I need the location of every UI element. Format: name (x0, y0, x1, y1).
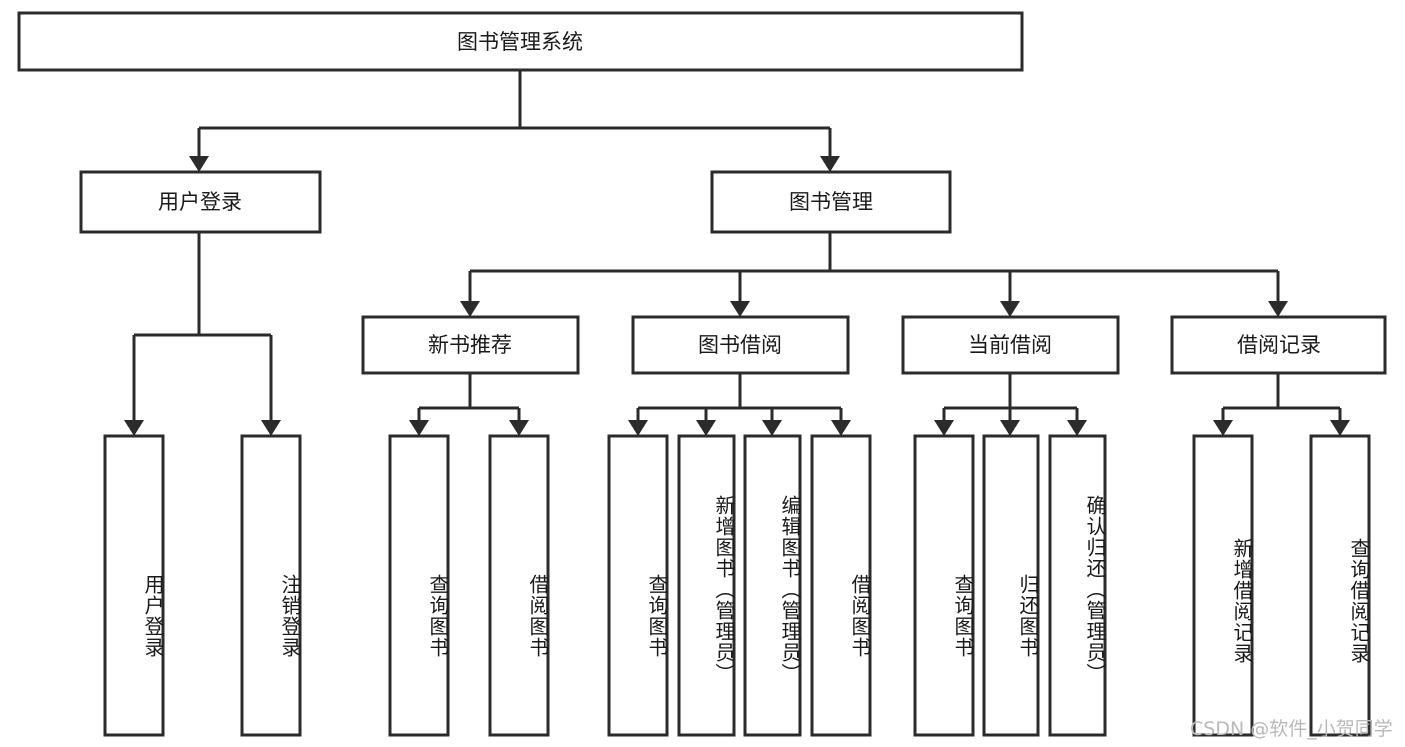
node-leaf-rec-query-book-box[interactable] (388, 434, 450, 737)
arrowhead-borrow-borrow-book (831, 420, 851, 436)
node-book-borrow-box[interactable] (631, 315, 850, 375)
node-leaf-user-logout-box[interactable] (240, 434, 302, 737)
node-new-book-rec-label: 新书推荐 (428, 333, 512, 357)
connector-group-book-manage (460, 232, 1288, 317)
arrowhead-cur-query-book (934, 420, 954, 436)
arrowhead-rec-borrow-book (509, 420, 529, 436)
node-leaf-rec-query-record-box[interactable] (1309, 434, 1371, 737)
connector-group-borrow-record (1213, 373, 1350, 436)
node-root[interactable]: 图书管理系统 (17, 11, 1024, 72)
connector-group-new-book-rec (409, 373, 529, 436)
node-user-login-box[interactable] (79, 170, 322, 234)
node-leaf-borrow-add-book-box[interactable] (677, 434, 736, 737)
node-new-book-rec-box[interactable] (361, 315, 580, 375)
node-current-borrow[interactable]: 当前借阅 (901, 315, 1120, 375)
connector-group-current-borrow (934, 373, 1087, 436)
node-user-login[interactable]: 用户登录 (79, 170, 322, 234)
node-book-borrow-label: 图书借阅 (698, 333, 782, 357)
node-root-label: 图书管理系统 (457, 30, 583, 54)
node-leaf-cur-confirm-return-box[interactable] (1048, 434, 1107, 737)
node-book-manage-label: 图书管理 (789, 190, 873, 214)
arrowhead-rec-query-record (1330, 420, 1350, 436)
node-leaf-rec-borrow-book-box[interactable] (488, 434, 550, 737)
arrowhead-user-login (189, 156, 209, 172)
node-leaf-cur-query-book-box[interactable] (913, 434, 975, 737)
arrowhead-leaf-user-logout (261, 420, 281, 436)
node-leaf-rec-add-record-box[interactable] (1192, 434, 1254, 737)
arrowhead-cur-confirm-return (1067, 420, 1087, 436)
node-current-borrow-label: 当前借阅 (968, 333, 1052, 357)
arrowhead-borrow-edit-book (762, 420, 782, 436)
node-book-manage[interactable]: 图书管理 (710, 170, 952, 234)
node-borrow-record-label: 借阅记录 (1237, 333, 1321, 357)
arrowhead-leaf-user-login (124, 420, 144, 436)
csdn-watermark: CSDN @软件_小贺同学 (1190, 718, 1393, 740)
connector-group-book-borrow (628, 373, 851, 436)
node-user-login-label: 用户登录 (158, 190, 242, 214)
arrowhead-borrow-add-book (696, 420, 716, 436)
node-current-borrow-box[interactable] (901, 315, 1120, 375)
arrowhead-borrow-record (1268, 301, 1288, 317)
arrowhead-borrow-query-book (628, 420, 648, 436)
arrowhead-current-borrow (1000, 301, 1020, 317)
node-leaf-borrow-query-book-box[interactable] (607, 434, 669, 737)
arrowhead-book-manage (820, 156, 840, 172)
arrowhead-rec-query-book (409, 420, 429, 436)
arrowhead-book-borrow (730, 301, 750, 317)
connector-group-root (189, 70, 840, 172)
node-borrow-record-box[interactable] (1170, 315, 1387, 375)
node-new-book-rec[interactable]: 新书推荐 (361, 315, 580, 375)
arrowhead-rec-add-record (1213, 420, 1233, 436)
leaf-boxes-group (103, 434, 1371, 737)
node-book-manage-box[interactable] (710, 170, 952, 234)
node-book-borrow[interactable]: 图书借阅 (631, 315, 850, 375)
node-leaf-borrow-borrow-book-box[interactable] (810, 434, 872, 737)
node-root-box[interactable] (17, 11, 1024, 72)
node-leaf-cur-return-book-box[interactable] (982, 434, 1040, 737)
arrowhead-new-book-rec (460, 301, 480, 317)
connector-group-user-login (124, 232, 281, 436)
node-leaf-user-login-box[interactable] (103, 434, 165, 737)
node-leaf-borrow-edit-book-box[interactable] (743, 434, 802, 737)
node-borrow-record[interactable]: 借阅记录 (1170, 315, 1387, 375)
arrowhead-cur-return-book (1000, 420, 1020, 436)
